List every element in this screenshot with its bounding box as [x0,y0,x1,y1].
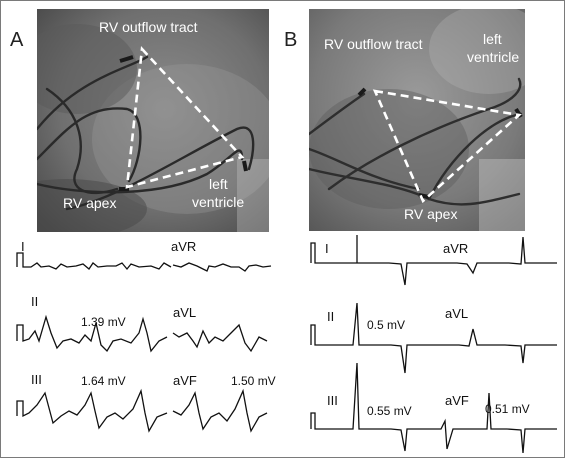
panel-b-lead-label-I: I [325,241,329,256]
panel-a-trace-aVR [172,262,272,272]
panel-b-outflow-label: RV outflow tract [324,36,423,52]
panel-a-trace-aVL [172,323,268,353]
panel-b-lv-label-line1: left [483,31,502,47]
panel-a-letter: A [10,29,24,51]
panel-a-lv-label-line1: left [209,176,228,192]
panel-b-trace-aVF [435,392,557,454]
panel-b-amp-aVF: 0.51 mV [485,402,530,416]
panel-b-trace-I [310,235,435,286]
panel-a-trace-aVF [172,388,268,433]
panel-b-apex-label: RV apex [404,206,457,222]
panel-a-trace-II [16,314,168,353]
panel-a-xray: RV outflow tract RV apex left ventricle [37,9,269,232]
panel-a-ecg: I aVR II aVL III aVF 1.39 mV 1.64 mV 1.5… [16,239,276,433]
panel-b-trace-aVL [435,328,557,364]
panel-a-amp-II: 1.39 mV [81,315,126,329]
panel-b-lead-label-aVF: aVF [445,393,469,408]
panel-b-xray: RV outflow tract RV apex left ventricle [309,9,525,231]
panel-b-ecg: I aVR II aVL III aVF 0.5 mV 0.55 mV 0.51… [310,235,557,454]
panel-a-amp-III: 1.64 mV [81,374,126,388]
panel-b-lead-label-aVL: aVL [445,306,468,321]
panel-a-trace-I [16,252,172,271]
panel-b-amp-III: 0.55 mV [367,404,412,418]
panel-b-lv-label-line2: ventricle [467,49,519,65]
panel-a-amp-aVF: 1.50 mV [231,374,276,388]
panel-b-lead-label-II: II [327,309,334,324]
panel-b-amp-II: 0.5 mV [367,318,405,332]
panel-b-letter: B [284,29,298,51]
panel-a-xray-image: RV outflow tract RV apex left ventricle [37,9,269,232]
lead-wire [37,55,149,131]
panel-a-lead-label-aVL: aVL [173,305,196,320]
panel-b-lead-label-III: III [327,393,338,408]
panel-a-lead-label-aVF: aVF [173,373,197,388]
panel-b-xray-image: RV outflow tract RV apex left ventricle [309,9,525,231]
panel-a-lv-label-line2: ventricle [192,194,244,210]
panel-a-lead-label-III: III [31,372,42,387]
panel-a-apex-label: RV apex [63,195,116,211]
panel-a-lead-label-II: II [31,294,38,309]
panel-a-trace-III [16,388,168,433]
panel-b-trace-aVR [435,236,557,275]
panel-b-trace-III [310,362,435,452]
panel-a-lead-label-I: I [21,239,25,254]
panel-a-lead-label-aVR: aVR [171,239,196,254]
panel-a-outflow-label: RV outflow tract [99,19,198,35]
panel-b-lead-label-aVR: aVR [443,241,468,256]
panel-b-trace-II [310,302,435,374]
